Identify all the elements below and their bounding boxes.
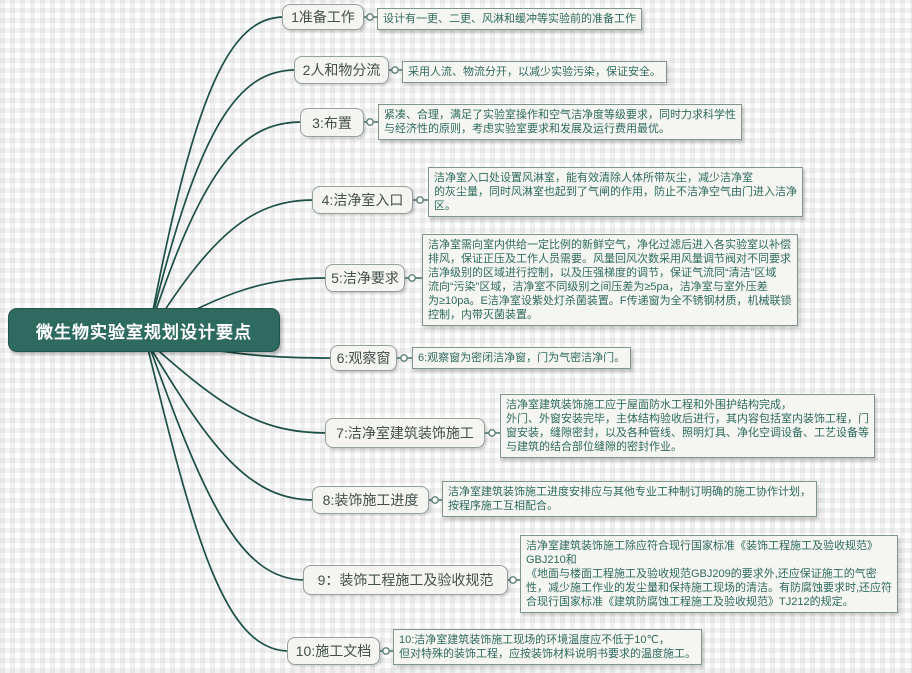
branch-desc-text: 洁净室建筑装饰施工应于屋面防水工程和外围护结构完成， 外门、外窗安装完毕，主体结… [506, 399, 869, 453]
branch-curve-9 [149, 347, 306, 581]
branch-desc-text: 洁净室入口处设置风淋室，能有效清除人体所带灰尘，减少洁净室 的灰尘量，同时风淋室… [434, 172, 797, 212]
branch-desc-text: 设计有一更、二更、风淋和缓冲等实验前的准备工作 [383, 13, 636, 25]
branch-desc-text: 洁净室建筑装饰施工进度安排应与其他专业工种制订明确的施工协作计划， 按程序施工互… [448, 486, 811, 512]
branch-label: 2人和物分流 [302, 62, 381, 78]
joint-dot [391, 66, 399, 74]
branch-node-8[interactable]: 8:装饰施工进度 [312, 486, 429, 514]
branch-desc-8[interactable]: 洁净室建筑装饰施工进度安排应与其他专业工种制订明确的施工协作计划， 按程序施工互… [442, 481, 817, 517]
root-title: 微生物实验室规划设计要点 [36, 322, 252, 342]
branch-desc-text: 采用人流、物流分开，以减少实验污染，保证安全。 [408, 66, 661, 78]
branch-node-3[interactable]: 3:布置 [300, 108, 364, 137]
branch-desc-text: 6:观察窗为密闭洁净窗，门为气密洁净门。 [418, 352, 626, 364]
branch-label: 6:观察窗 [336, 350, 391, 366]
branch-desc-1[interactable]: 设计有一更、二更、风淋和缓冲等实验前的准备工作 [377, 8, 642, 30]
branch-curve-2 [149, 69, 297, 328]
branch-desc-text: 洁净室需向室内供给一定比例的新鲜空气，净化过滤后进入各实验室以补偿 排风，保证正… [428, 239, 792, 321]
root-node[interactable]: 微生物实验室规划设计要点 [8, 308, 280, 352]
branch-node-1[interactable]: 1准备工作 [282, 4, 364, 30]
branch-curve-10 [147, 348, 290, 652]
branch-node-5[interactable]: 5:洁净要求 [325, 264, 405, 292]
branch-desc-2[interactable]: 采用人流、物流分开，以减少实验污染，保证安全。 [402, 61, 667, 83]
joint-dot [488, 429, 496, 437]
branch-node-9[interactable]: 9：装饰工程施工及验收规范 [303, 565, 508, 595]
branch-label: 8:装饰施工进度 [322, 492, 419, 508]
branch-label: 4:洁净室入口 [321, 192, 404, 208]
branch-curve-7 [151, 344, 328, 434]
joint-dot [366, 118, 374, 126]
branch-label: 3:布置 [312, 114, 352, 131]
joint-dot [416, 196, 424, 204]
branch-label: 7:洁净室建筑装饰施工 [336, 425, 474, 441]
branch-node-7[interactable]: 7:洁净室建筑装饰施工 [325, 418, 485, 448]
joint-dot [408, 274, 416, 282]
branch-label: 1准备工作 [291, 9, 355, 25]
branch-desc-7[interactable]: 洁净室建筑装饰施工应于屋面防水工程和外围护结构完成， 外门、外窗安装完毕，主体结… [500, 394, 875, 458]
branch-desc-text: 10:洁净室建筑装饰施工现场的环境温度应不低于10℃， 但对特殊的装饰工程，应按… [399, 634, 696, 660]
branch-node-4[interactable]: 4:洁净室入口 [312, 186, 413, 214]
branch-desc-10[interactable]: 10:洁净室建筑装饰施工现场的环境温度应不低于10℃， 但对特殊的装饰工程，应按… [393, 629, 702, 665]
branch-desc-3[interactable]: 紧凑、合理，满足了实验室操作和空气洁净度等级要求，同时力求科学性 与经济性的原则… [378, 104, 742, 140]
branch-label: 5:洁净要求 [331, 270, 399, 286]
branch-label: 10:施工文档 [295, 643, 372, 659]
branch-desc-6[interactable]: 6:观察窗为密闭洁净窗，门为气密洁净门。 [412, 347, 632, 369]
branch-node-10[interactable]: 10:施工文档 [287, 637, 380, 665]
joint-dot [400, 354, 408, 362]
branch-curve-4 [151, 199, 315, 331]
branch-curve-3 [149, 121, 303, 329]
branch-curve-8 [149, 346, 315, 501]
branch-desc-9[interactable]: 洁净室建筑装饰施工除应符合现行国家标准《装饰工程施工及验收规范》 GBJ210和… [520, 535, 899, 613]
branch-curve-1 [149, 16, 285, 327]
joint-dot [509, 576, 517, 584]
branch-label: 9：装饰工程施工及验收规范 [317, 572, 494, 588]
branch-node-2[interactable]: 2人和物分流 [294, 56, 389, 84]
branch-desc-5[interactable]: 洁净室需向室内供给一定比例的新鲜空气，净化过滤后进入各实验室以补偿 排风，保证正… [422, 234, 798, 326]
branch-desc-4[interactable]: 洁净室入口处设置风淋室，能有效清除人体所带灰尘，减少洁净室 的灰尘量，同时风淋室… [428, 167, 803, 217]
branch-desc-text: 紧凑、合理，满足了实验室操作和空气洁净度等级要求，同时力求科学性 与经济性的原则… [384, 109, 736, 135]
joint-dot [366, 13, 374, 21]
joint-dot [431, 496, 439, 504]
joint-dot [382, 647, 390, 655]
branch-node-6[interactable]: 6:观察窗 [330, 345, 397, 371]
branch-desc-text: 洁净室建筑装饰施工除应符合现行国家标准《装饰工程施工及验收规范》 GBJ210和… [526, 540, 893, 608]
